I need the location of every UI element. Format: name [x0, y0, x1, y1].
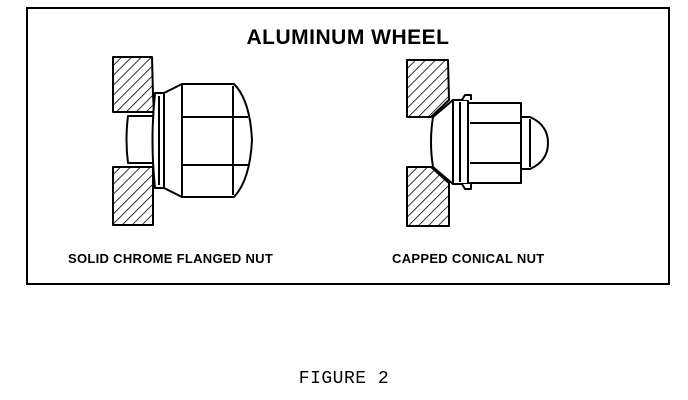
nut-cap-dome-right — [520, 116, 549, 170]
nut-body-left — [181, 83, 253, 198]
nut-body-right — [467, 102, 522, 184]
panel-title: ALUMINUM WHEEL — [246, 26, 450, 49]
wheel-section-upper-left — [112, 56, 155, 113]
diagram-frame: ALUMINUM WHEEL SOLID CHROME FLANGED NUT … — [26, 7, 670, 285]
nut-taper-left — [163, 83, 183, 198]
nut-illustration — [112, 56, 549, 227]
figure-caption: FIGURE 2 — [298, 369, 390, 389]
nut-cone-right — [430, 99, 454, 185]
conical-nut-assembly — [406, 59, 549, 227]
conical-nut-label: CAPPED CONICAL NUT — [392, 251, 545, 266]
flanged-nut-label: SOLID CHROME FLANGED NUT — [68, 251, 274, 266]
wheel-section-upper-right — [406, 59, 450, 118]
ring-lip-upper-right — [461, 94, 472, 101]
wheel-section-lower-right — [406, 166, 450, 227]
ring-lip-lower-right — [461, 183, 472, 190]
wheel-stud-left — [125, 115, 155, 164]
flanged-nut-assembly — [112, 56, 253, 226]
wheel-section-lower-left — [112, 166, 154, 226]
